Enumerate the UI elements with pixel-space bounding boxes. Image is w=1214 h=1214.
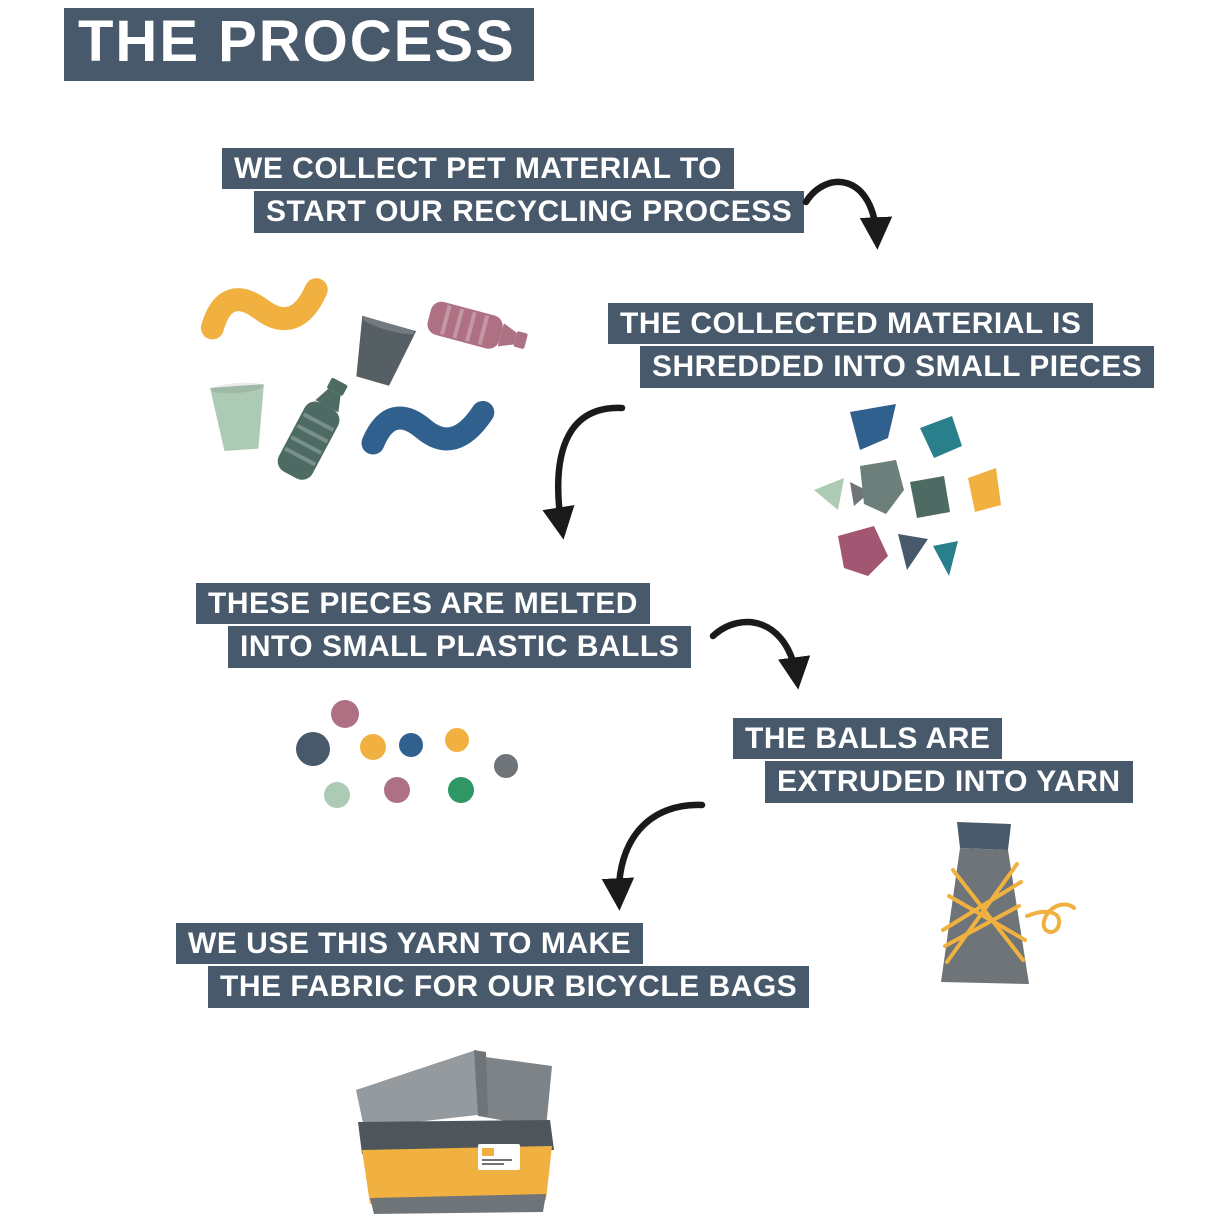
gray-cup-icon (356, 315, 417, 386)
bag-bottom-trim-icon (370, 1194, 546, 1214)
green-cup-icon (210, 382, 264, 452)
bag-rear-lid-icon (478, 1056, 552, 1128)
blue-plastic-scrap-icon (361, 400, 495, 455)
arrow-collect-to-shred-icon (798, 168, 908, 283)
bag-logo-patch-icon (478, 1144, 520, 1170)
plastic-balls-illustration (283, 690, 528, 820)
pet-material-illustration (190, 260, 535, 495)
arrow-melt-to-extrude-icon (703, 612, 818, 712)
ball-gray-icon (494, 754, 518, 778)
shredded-pieces-illustration (800, 398, 1015, 598)
yarn-cone-top-icon (957, 822, 1011, 850)
step-melt-line-2: INTO SMALL PLASTIC BALLS (228, 626, 692, 668)
page-title: THE PROCESS (64, 8, 534, 81)
step-fabric-line-1: WE USE THIS YARN TO MAKE (176, 923, 644, 965)
yarn-thread-tail-icon (1025, 902, 1076, 934)
bicycle-bag-illustration (328, 1032, 588, 1214)
step-collect-line-2: START OUR RECYCLING PROCESS (254, 191, 805, 233)
shred-piece-sage-icon (814, 478, 844, 510)
shred-piece-graygreen-icon (860, 460, 904, 514)
mauve-bottle-icon (427, 301, 528, 349)
ball-slate-icon (296, 732, 330, 766)
shred-piece-seagreen-icon (910, 476, 950, 518)
step-collect-caption: WE COLLECT PET MATERIAL TO START OUR REC… (222, 148, 805, 233)
ball-mauve2-icon (384, 777, 410, 803)
bag-front-lid-icon (356, 1050, 486, 1128)
ball-green-icon (448, 777, 474, 803)
shred-piece-yellow-icon (968, 468, 1001, 512)
step-melt-caption: THESE PIECES ARE MELTED INTO SMALL PLAST… (196, 583, 692, 668)
ball-yellow2-icon (445, 728, 469, 752)
bag-lid-divider-icon (474, 1050, 488, 1116)
ball-yellow-icon (360, 734, 386, 760)
yarn-threads-icon (941, 862, 1027, 964)
step-melt-line-1: THESE PIECES ARE MELTED (196, 583, 650, 625)
shred-piece-teal2-icon (933, 541, 958, 576)
shred-piece-slate-icon (898, 534, 928, 570)
teal-bottle-icon (277, 377, 348, 480)
step-collect-line-1: WE COLLECT PET MATERIAL TO (222, 148, 734, 190)
step-extrude-line-1: THE BALLS ARE (733, 718, 1003, 760)
yellow-plastic-scrap-icon (200, 278, 328, 340)
step-shred-line-1: THE COLLECTED MATERIAL IS (608, 303, 1094, 345)
arrow-shred-to-melt-icon (532, 398, 632, 558)
ball-sage-icon (324, 782, 350, 808)
step-extrude-caption: THE BALLS ARE EXTRUDED INTO YARN (733, 718, 1133, 803)
ball-blue-icon (399, 733, 423, 757)
step-fabric-caption: WE USE THIS YARN TO MAKE THE FABRIC FOR … (176, 923, 810, 1008)
arrow-extrude-to-fabric-icon (594, 793, 719, 923)
step-shred-line-2: SHREDDED INTO SMALL PIECES (640, 346, 1155, 388)
shred-piece-blue-icon (850, 404, 896, 450)
step-shred-caption: THE COLLECTED MATERIAL IS SHREDDED INTO … (608, 303, 1155, 388)
ball-mauve-icon (331, 700, 359, 728)
shred-piece-plum-icon (838, 526, 888, 576)
step-extrude-line-2: EXTRUDED INTO YARN (765, 761, 1133, 803)
shred-piece-gray-icon (850, 482, 870, 506)
yarn-cone-illustration (915, 812, 1080, 1002)
step-fabric-line-2: THE FABRIC FOR OUR BICYCLE BAGS (208, 966, 810, 1008)
shred-piece-teal-icon (920, 416, 962, 458)
